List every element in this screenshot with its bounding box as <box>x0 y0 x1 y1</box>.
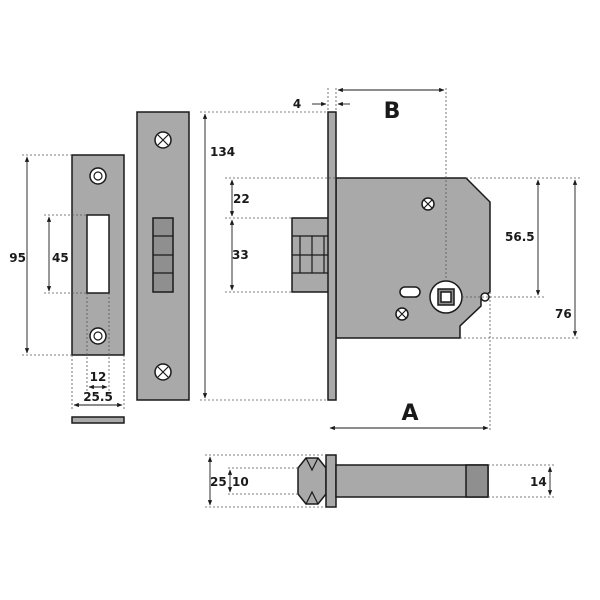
dim-22-label: 22 <box>233 192 250 206</box>
dim-33-label: 33 <box>232 248 249 262</box>
dim-25_5-label: 25.5 <box>83 390 113 404</box>
lock-faceplate <box>327 111 337 401</box>
case-notch <box>480 292 490 302</box>
dim-left-lock: 22 33 <box>225 177 336 293</box>
lock-top-view <box>297 454 489 508</box>
dim-25-label: 25 <box>210 475 227 489</box>
case-slot <box>399 286 421 298</box>
strike-bottom-screw-icon <box>93 331 103 341</box>
dim-4-label: 4 <box>293 97 301 111</box>
case-top <box>335 464 489 498</box>
forend-plate <box>136 111 190 401</box>
dim-45-label: 45 <box>52 251 69 265</box>
dim-top-view: 25 10 14 <box>205 454 555 508</box>
dim-12-label: 12 <box>90 370 107 384</box>
bolt-head-top <box>297 457 327 505</box>
dim-95-label: 95 <box>9 251 26 265</box>
strike-bolt-opening <box>86 214 110 294</box>
faceplate-top <box>325 454 337 508</box>
strike-dimensions: 95 45 12 25.5 <box>9 154 125 410</box>
dim-A: A <box>329 292 491 432</box>
dim-A-label: A <box>401 401 418 426</box>
strike-top-screw-hole <box>89 167 107 185</box>
strike-plate-edge-view <box>71 416 125 424</box>
case-bottom-screw-icon <box>397 309 407 319</box>
case-top-screw-icon <box>423 199 433 209</box>
forend-top-screw-icon <box>157 134 169 146</box>
lock-body <box>291 111 491 401</box>
dim-top-lock: 4 B <box>293 87 447 280</box>
forend-bottom-screw-icon <box>157 366 169 378</box>
follower-spindle-hole <box>440 291 452 303</box>
dim-B-label: B <box>384 99 401 124</box>
case-end-top <box>465 464 489 498</box>
dim-76-label: 76 <box>555 307 572 321</box>
dim-134-label: 134 <box>210 145 235 159</box>
strike-bottom-screw-hole <box>89 327 107 345</box>
dim-56_5-label: 56.5 <box>505 230 535 244</box>
dim-134: 134 <box>200 111 328 401</box>
lock-case <box>335 177 491 339</box>
dim-right-lock: 56.5 76 <box>460 177 580 339</box>
dim-14-label: 14 <box>530 475 547 489</box>
strike-top-screw-icon <box>93 171 103 181</box>
strike-plate <box>71 154 125 424</box>
dim-10-label: 10 <box>232 475 249 489</box>
